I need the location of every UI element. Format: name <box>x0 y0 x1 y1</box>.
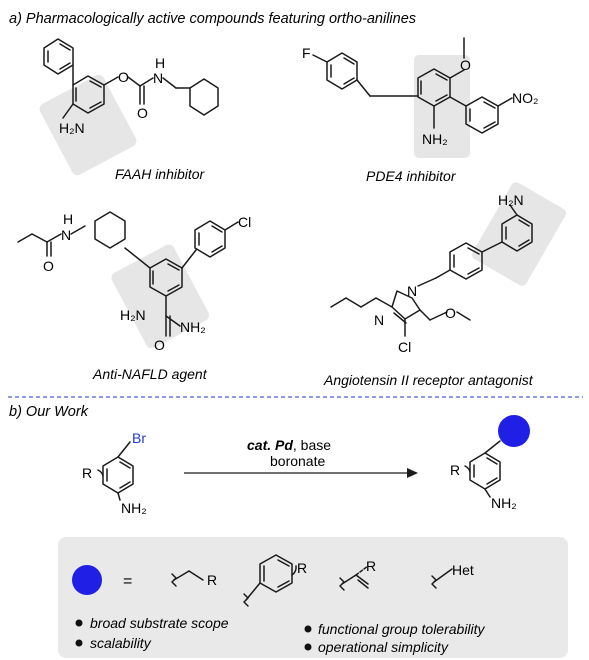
ang-label-cl: Cl <box>398 339 411 355</box>
nafld-label-nh2: NH₂ <box>180 319 206 335</box>
feature-1: broad substrate scope <box>90 615 229 631</box>
product-label-r: R <box>450 462 460 478</box>
nafld-label-h: H <box>63 211 73 227</box>
anti-nafld-structure <box>17 211 239 349</box>
nafld-label-o: O <box>43 258 54 274</box>
substituent-dot <box>498 415 530 447</box>
scope-dot <box>72 565 102 595</box>
part-a-heading: a) Pharmacologically active compounds fe… <box>9 11 416 27</box>
pde4-inhibitor-structure <box>312 37 513 158</box>
part-b-heading: b) Our Work <box>9 404 89 420</box>
nafld-caption: Anti-NAFLD agent <box>92 366 208 382</box>
faah-label-h2n: H₂N <box>59 120 85 136</box>
faah-inhibitor-structure <box>39 38 219 176</box>
faah-caption: FAAH inhibitor <box>115 166 206 182</box>
substrate-label-nh2: NH₂ <box>121 500 147 516</box>
feature-3: functional group tolerability <box>318 621 486 637</box>
heteroaryl-group <box>431 568 453 589</box>
pde4-label-nh2: NH₂ <box>422 131 448 147</box>
ang-caption: Angiotensin II receptor antagonist <box>323 372 534 388</box>
bullet-1 <box>75 619 83 627</box>
conditions-line1: cat. Pd, base <box>247 437 331 453</box>
aryl-group <box>243 554 297 607</box>
nafld-label-h2n: H₂N <box>120 307 146 323</box>
pde4-label-o: O <box>460 57 471 73</box>
product-structure <box>464 440 501 498</box>
feature-2: scalability <box>90 635 152 651</box>
heteroaryl-label: Het <box>452 562 474 578</box>
nafld-label-cl: Cl <box>238 214 251 230</box>
product-label-nh2: NH₂ <box>491 495 517 511</box>
alkenyl-r-label: R <box>366 558 376 574</box>
angiotensin-antagonist-structure <box>330 182 567 337</box>
aniline-highlight <box>111 244 209 349</box>
faah-label-o: O <box>118 69 129 85</box>
reaction-arrow <box>184 468 418 478</box>
ang-label-o: O <box>445 305 456 321</box>
substrate-label-r: R <box>82 465 92 481</box>
ang-label-n2: N <box>374 312 384 328</box>
faah-label-h: H <box>155 55 165 71</box>
faah-label-n: N <box>153 70 163 86</box>
pde4-label-no2: NO₂ <box>512 90 538 106</box>
aniline-highlight <box>39 74 137 176</box>
aniline-highlight <box>471 182 567 286</box>
catalyst-label: cat. Pd <box>247 437 293 453</box>
feature-4: operational simplicity <box>318 639 449 655</box>
aryl-r-label: R <box>297 560 307 576</box>
substrate-label-br: Br <box>132 430 146 446</box>
aniline-highlight <box>414 55 470 158</box>
alkyl-r-label: R <box>207 572 217 588</box>
alkenyl-group <box>339 565 369 591</box>
scope-box <box>58 537 568 658</box>
ang-label-h2n: H₂N <box>498 192 524 208</box>
nafld-label-n: N <box>61 227 71 243</box>
pde4-caption: PDE4 inhibitor <box>366 168 457 184</box>
alkyl-group <box>171 570 204 587</box>
pde4-label-f: F <box>302 45 311 61</box>
conditions-line2: boronate <box>270 453 325 469</box>
base-label: , base <box>293 437 331 453</box>
ang-label-n1: N <box>407 283 417 299</box>
bullet-3 <box>304 625 312 633</box>
scope-equals: = <box>123 573 132 590</box>
nafld-label-o2: O <box>154 337 165 353</box>
substrate-structure <box>97 441 134 501</box>
bullet-4 <box>304 643 312 651</box>
bullet-2 <box>75 639 83 647</box>
faah-label-o2: O <box>137 105 148 121</box>
